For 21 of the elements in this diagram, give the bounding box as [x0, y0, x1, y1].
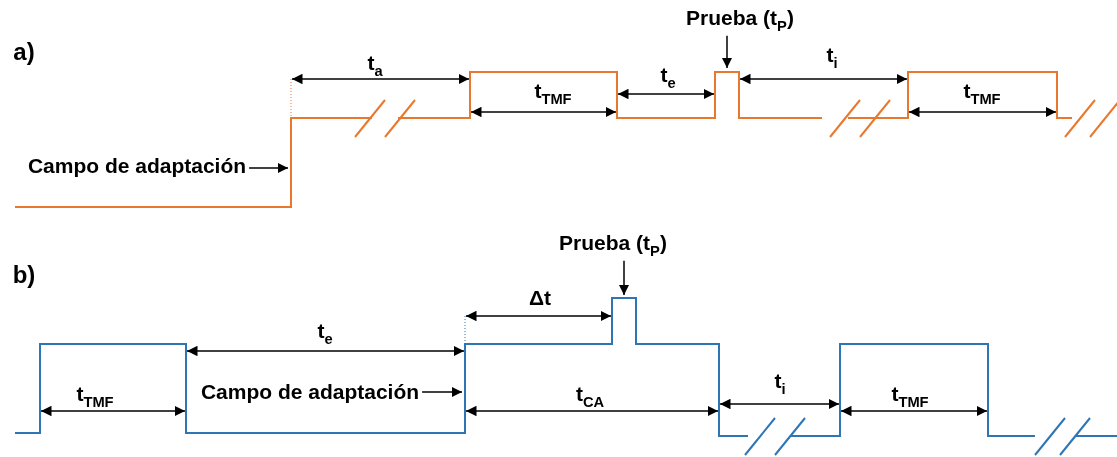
duration-label: t$_{e}$ [317, 319, 333, 347]
duration-label: t$_{a}$ [367, 51, 383, 79]
duration-label: t$_{TMF}$ [891, 382, 929, 410]
annotation-text: Prueba (t$_{P}$) [686, 6, 794, 34]
duration-label: t$_{e}$ [660, 63, 676, 91]
annotation-text: Campo de adaptación [27, 154, 247, 178]
panel-label: b) [12, 261, 36, 289]
duration-label: t$_{CA}$ [575, 382, 605, 410]
leader-arrow [721, 34, 733, 69]
leader-arrow [248, 162, 289, 174]
leader-arrow [618, 259, 630, 296]
annotation-text: Campo de adaptación [200, 380, 420, 404]
duration-label: t$_{i}$ [774, 369, 786, 397]
duration-label: t$_{TMF}$ [76, 382, 114, 410]
annotation-text: Prueba (t$_{P}$) [559, 231, 667, 259]
duration-label: t$_{i}$ [826, 43, 838, 71]
leader-arrow [421, 386, 463, 398]
duration-label: t$_{TMF}$ [534, 79, 572, 107]
panel-label: a) [13, 38, 35, 66]
duration-label: Δt [528, 286, 552, 310]
duration-label: t$_{TMF}$ [963, 79, 1001, 107]
